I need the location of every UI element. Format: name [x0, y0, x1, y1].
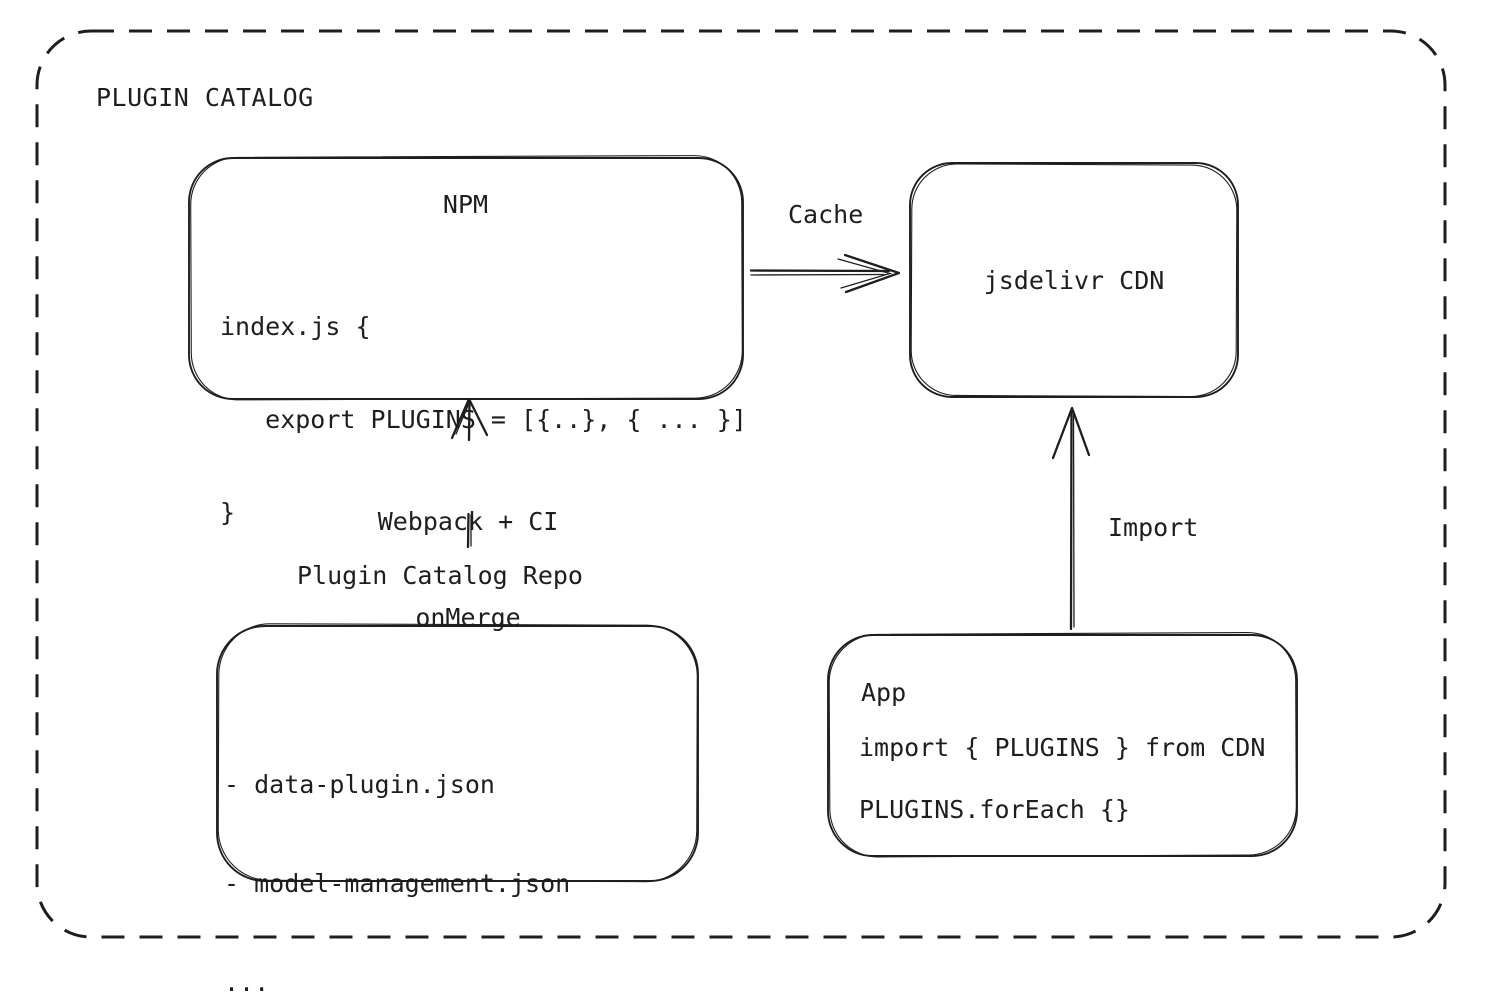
build-arrow-label-line: Webpack + CI — [377, 507, 559, 536]
app-code-line: import { PLUGINS } from CDN — [859, 733, 1266, 762]
import-arrow — [1051, 406, 1091, 631]
app-code-line: PLUGINS.forEach {} — [859, 795, 1130, 824]
plugin-catalog-boundary — [35, 29, 1447, 939]
npm-code-block: index.js { export PLUGINS = [{..}, { ...… — [220, 249, 747, 590]
cache-arrow — [749, 253, 901, 294]
repo-box — [216, 623, 699, 883]
build-arrow-label-line: onMerge — [415, 603, 521, 632]
import-arrow-label: Import — [1108, 513, 1199, 542]
diagram-title: PLUGIN CATALOG — [96, 83, 314, 112]
build-arrow-label: Webpack + CI onMerge — [338, 442, 598, 698]
build-arrow — [450, 397, 489, 549]
app-box-title: App — [861, 678, 907, 707]
npm-box — [188, 155, 744, 401]
npm-box-title: NPM — [442, 190, 489, 219]
app-box — [827, 632, 1298, 858]
cdn-box-title-wrap: jsdelivr CDN — [910, 163, 1238, 397]
repo-file-list: - data-plugin.json - model-management.js… — [224, 702, 570, 1002]
repo-file-item: - data-plugin.json — [224, 770, 495, 799]
npm-code-line: } — [220, 498, 236, 527]
npm-code-line: index.js { — [220, 312, 371, 341]
cache-arrow-label: Cache — [788, 200, 864, 229]
cdn-box-title: jsdelivr CDN — [983, 265, 1165, 295]
repo-file-item: - model-management.json — [224, 869, 571, 898]
repo-box-title: Plugin Catalog Repo — [297, 561, 583, 590]
repo-file-item: ... — [224, 968, 270, 997]
npm-code-line: export PLUGINS = [{..}, { ... }] — [220, 405, 747, 434]
cdn-box — [909, 162, 1239, 398]
